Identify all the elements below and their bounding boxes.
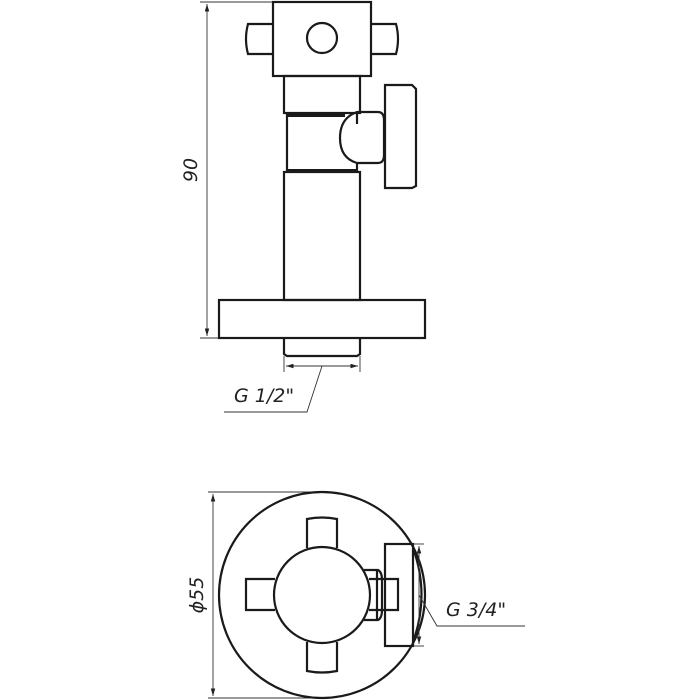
outlet-top: [364, 542, 423, 648]
cross-handle-top: [244, 516, 400, 674]
inlet-thread-dimension: G 1/2": [224, 356, 361, 413]
diameter-dimension-label: ϕ55: [186, 577, 208, 614]
side-outlet: [338, 83, 418, 190]
outlet-thread-label: G 3/4": [446, 599, 506, 621]
valve-body: [282, 74, 362, 302]
inlet-thread-label: G 1/2": [234, 385, 294, 407]
base-plate-outline: [217, 490, 427, 700]
diameter-dimension: ϕ55: [186, 491, 322, 699]
outlet-thread-dimension: G 3/4": [413, 543, 525, 647]
top-view: ϕ55 G 3/4": [186, 490, 525, 700]
side-view: 90 G 1/2": [180, 0, 427, 413]
height-dimension-label: 90: [180, 158, 202, 182]
base-plate: [217, 298, 427, 358]
cross-handle-side: [244, 0, 400, 78]
height-dimension: 90: [180, 1, 272, 339]
